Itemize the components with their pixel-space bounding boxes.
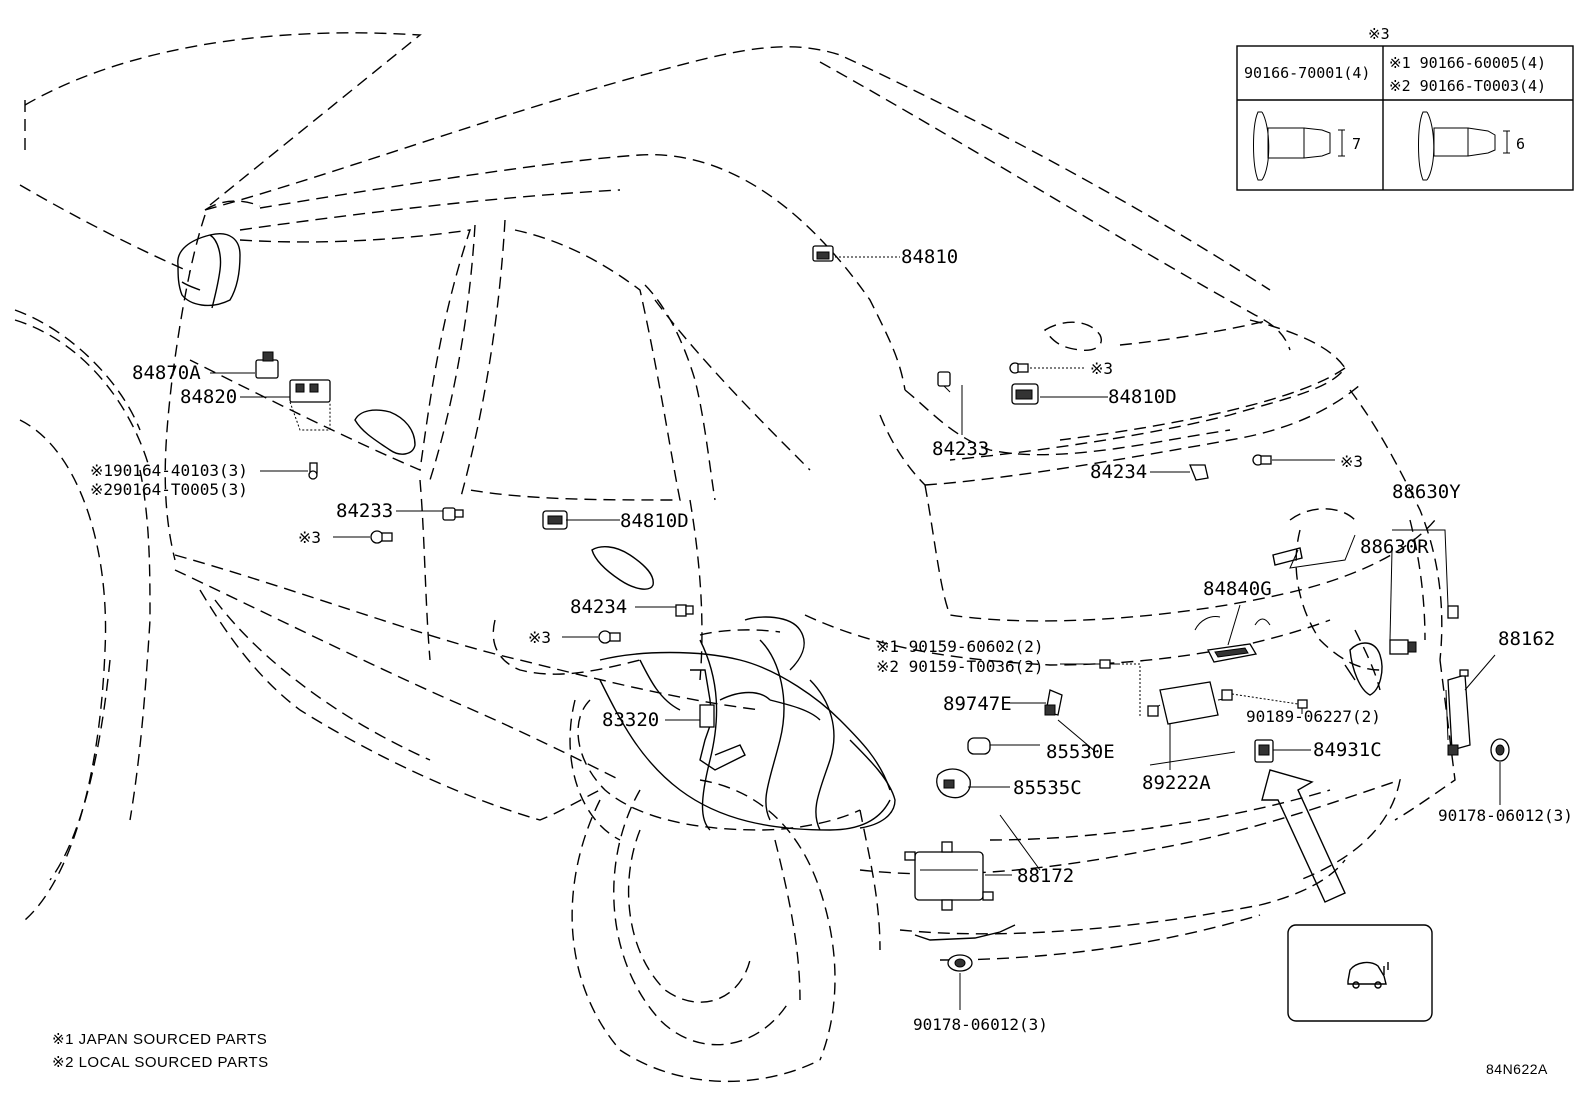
part-84233-clip-left <box>442 507 464 521</box>
label-screw-90159-2: ※2 90159-T0036(2) <box>876 657 1044 676</box>
label-ref3-top: ※3 <box>1090 359 1114 378</box>
part-clip-ref3-left-b <box>598 630 621 644</box>
front-door-handle <box>354 409 416 455</box>
part-83320-sensor <box>690 669 746 771</box>
label-88162: 88162 <box>1498 628 1556 650</box>
part-84840G-lamp <box>1194 616 1271 663</box>
part-90189-bolt <box>1297 699 1308 714</box>
part-84234-clip-left <box>675 604 694 617</box>
part-88630Y-sensor <box>1447 605 1459 619</box>
background-car-roof <box>24 32 422 206</box>
label-84840G: 84840G <box>1203 578 1272 600</box>
rear-door-handle <box>591 546 654 590</box>
label-ref3-right: ※3 <box>1340 452 1364 471</box>
label-89222A: 89222A <box>1142 772 1211 794</box>
ref-table-title: ※3 <box>1368 25 1390 43</box>
part-clip-ref3-top <box>1009 362 1029 374</box>
label-90178-bottom: 90178-06012(3) <box>913 1015 1048 1034</box>
label-screw-90164-1: ※190164-40103(3) <box>90 461 248 480</box>
note-local-sourced: ※2 LOCAL SOURCED PARTS <box>52 1054 269 1071</box>
part-85535C-socket <box>936 768 971 799</box>
part-84820-switch <box>289 379 331 431</box>
ref3-table <box>1236 45 1574 191</box>
side-mirror <box>177 233 241 307</box>
ref-table-col1-dim: 7 <box>1352 135 1362 153</box>
part-84870A-switch <box>255 351 279 379</box>
label-84870A: 84870A <box>132 362 201 384</box>
label-screw-90159-1: ※1 90159-60602(2) <box>876 637 1044 656</box>
label-84820: 84820 <box>180 386 238 408</box>
view-direction-arrow <box>1261 769 1346 903</box>
part-clip-ref3-left-a <box>370 530 393 544</box>
label-ref3-left-b: ※3 <box>528 628 552 647</box>
part-84931C-switch <box>1254 739 1274 763</box>
ref-table-col2-part2: ※2 90166-T0003(4) <box>1389 77 1547 95</box>
part-84810D-switch-mid <box>542 510 568 530</box>
label-90178-right: 90178-06012(3) <box>1438 806 1573 825</box>
label-84234-right: 84234 <box>1090 461 1148 483</box>
label-88630R: 88630R <box>1360 536 1429 558</box>
suv-side-outline <box>164 214 206 561</box>
label-88630Y: 88630Y <box>1392 481 1461 503</box>
label-84810D-mid: 84810D <box>620 510 689 532</box>
part-84810-switch <box>812 245 834 262</box>
part-88630R-sensor <box>1389 639 1417 655</box>
label-84233-top: 84233 <box>932 438 990 460</box>
label-84233-left: 84233 <box>336 500 394 522</box>
suv-rear-view-icon <box>1347 961 1389 989</box>
part-88162-module <box>1445 669 1471 756</box>
label-84810: 84810 <box>901 246 959 268</box>
part-90178-clip-right <box>1490 738 1510 762</box>
part-screw-90164 <box>308 462 318 480</box>
label-84810D-top: 84810D <box>1108 386 1177 408</box>
wiring-harness <box>599 651 891 791</box>
part-84233-clip-top <box>937 371 951 393</box>
part-88172-module <box>904 841 994 911</box>
part-89222A-ecu <box>1147 681 1233 725</box>
rear-wheel-outline <box>571 799 621 1051</box>
label-screw-90164-2: ※290164-T0005(3) <box>90 480 248 499</box>
label-85535C: 85535C <box>1013 777 1082 799</box>
label-88172: 88172 <box>1017 865 1075 887</box>
label-84931C: 84931C <box>1313 739 1382 761</box>
suv-roof-outline <box>204 46 1271 291</box>
ref-table-col2-part1: ※1 90166-60005(4) <box>1389 54 1547 72</box>
label-85530E: 85530E <box>1046 741 1115 763</box>
part-screw-90159 <box>1099 659 1118 669</box>
part-85530E-bulb <box>967 737 1000 755</box>
label-84234-left: 84234 <box>570 596 628 618</box>
part-89747E-sensor <box>1044 689 1063 716</box>
part-clip-ref3-right <box>1252 454 1272 466</box>
inset-box <box>1287 924 1433 1022</box>
part-84810D-switch-top <box>1011 383 1039 405</box>
diagram-code: 84N622A <box>1486 1061 1548 1077</box>
note-japan-sourced: ※1 JAPAN SOURCED PARTS <box>52 1031 268 1048</box>
part-84234-clip-right <box>1189 464 1209 481</box>
label-83320: 83320 <box>602 709 660 731</box>
ref-table-col2-dim: 6 <box>1516 135 1526 153</box>
label-ref3-left-a: ※3 <box>298 528 322 547</box>
part-90178-clip-bottom <box>947 954 973 972</box>
label-89747E: 89747E <box>943 693 1012 715</box>
ref-table-col1-part: 90166-70001(4) <box>1244 64 1371 82</box>
label-90189-bolt: 90189-06227(2) <box>1246 707 1381 726</box>
